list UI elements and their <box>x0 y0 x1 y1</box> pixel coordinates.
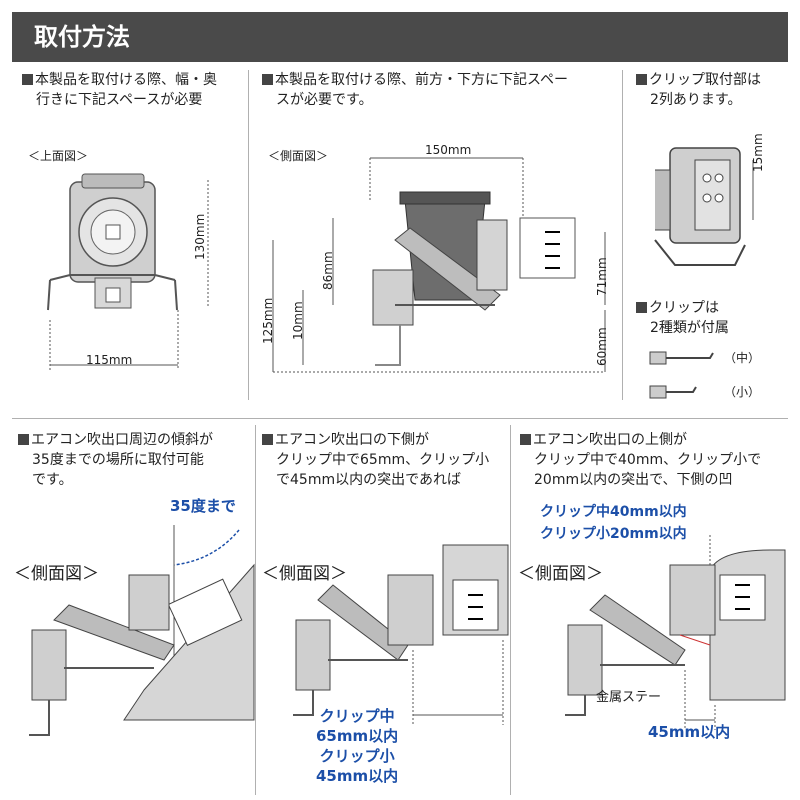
b2-text: エアコン吹出口の下側が クリップ中で65mm、クリップ小 で45mm以内の突出で… <box>262 430 489 490</box>
b2-note2: 65mm以内 <box>316 727 399 745</box>
b2-line3: で45mm以内の突出であれば <box>276 472 461 488</box>
b1-angle-label: 35度まで <box>170 497 236 515</box>
p3-clip-small: （小） <box>724 385 761 399</box>
bullet-square-icon <box>636 302 647 313</box>
divider <box>12 418 788 419</box>
b1-line3: です。 <box>32 472 73 488</box>
p2-dim-71: 71mm <box>595 257 609 296</box>
b2-line1: エアコン吹出口の下側が <box>275 432 429 448</box>
p1-line1: 本製品を取付ける際、幅・奥 <box>35 72 217 88</box>
p3-clip-line1: クリップは <box>649 300 719 316</box>
p2-dim-150: 150mm <box>425 143 472 157</box>
clip-small-icon <box>649 385 697 399</box>
p3-text: クリップ取付部は 2列あります。 <box>636 70 761 110</box>
b2-diagram <box>293 544 509 725</box>
b3-line3: 20mm以内の突出で、下側の凹 <box>534 472 733 488</box>
side-view-diagram <box>272 157 606 373</box>
p2-view-label: ＜側面図＞ <box>268 149 329 163</box>
clip-mid-icon <box>649 351 714 365</box>
b3-line2: クリップ中で40mm、クリップ小で <box>534 452 762 468</box>
b3-note2: クリップ小20mm以内 <box>540 526 687 542</box>
p2-text: 本製品を取付ける際、前方・下方に下記スペー スが必要です。 <box>262 70 568 110</box>
b2-line2: クリップ中で65mm、クリップ小 <box>276 452 490 468</box>
p2-dim-60: 60mm <box>595 327 609 366</box>
bullet-square-icon <box>520 434 531 445</box>
bullet-square-icon <box>636 74 647 85</box>
b2-note1: クリップ中 <box>319 707 395 725</box>
p2-line1: 本製品を取付ける際、前方・下方に下記スペー <box>275 72 569 88</box>
b2-notes: クリップ中 65mm以内 クリップ小 45mm以内 <box>316 706 398 786</box>
divider <box>248 70 249 400</box>
p1-line2: 行きに下記スペースが必要 <box>36 92 203 108</box>
b1-line1: エアコン吹出口周辺の傾斜が <box>31 432 213 448</box>
b3-diagram <box>565 535 786 730</box>
p3-clip-line2: 2種類が付属 <box>650 320 729 336</box>
bullet-square-icon <box>262 434 273 445</box>
b2-view-label: ＜側面図＞ <box>262 564 347 584</box>
b1-diagram <box>29 525 255 736</box>
p3-clip-mid: （中） <box>724 351 761 365</box>
b3-note1: クリップ中40mm以内 <box>540 504 687 520</box>
b2-note3: クリップ小 <box>319 747 395 765</box>
b2-note4: 45mm以内 <box>316 767 399 785</box>
b3-dim-label: 45mm以内 <box>648 723 731 741</box>
divider <box>255 425 256 795</box>
p2-line2: スが必要です。 <box>276 92 373 108</box>
p1-dim-height: 130mm <box>193 213 207 260</box>
b3-text: エアコン吹出口の上側が クリップ中で40mm、クリップ小で 20mm以内の突出で… <box>520 430 761 490</box>
p1-text: 本製品を取付ける際、幅・奥 行きに下記スペースが必要 <box>22 70 217 110</box>
top-view-diagram <box>47 173 209 370</box>
divider <box>510 425 511 795</box>
divider <box>622 70 623 400</box>
bullet-square-icon <box>262 74 273 85</box>
p2-dim-125: 125mm <box>261 297 275 344</box>
bullet-square-icon <box>22 74 33 85</box>
p3-dim-15: 15mm <box>751 133 765 172</box>
b1-line2: 35度までの場所に取付可能 <box>32 452 204 468</box>
page-title: 取付方法 <box>12 12 788 62</box>
bullet-square-icon <box>18 434 29 445</box>
b3-view-label: ＜側面図＞ <box>518 564 603 584</box>
p2-dim-10: 10mm <box>291 301 305 340</box>
b1-text: エアコン吹出口周辺の傾斜が 35度までの場所に取付可能 です。 <box>18 430 213 490</box>
p3-line1: クリップ取付部は <box>649 72 761 88</box>
b3-stay-label: 金属ステー <box>596 690 662 705</box>
p3-clip-text: クリップは 2種類が付属 <box>636 298 729 338</box>
clip-mount-diagram <box>654 147 754 266</box>
b3-line1: エアコン吹出口の上側が <box>533 432 687 448</box>
p1-view-label: ＜上面図＞ <box>28 149 89 163</box>
b1-view-label: ＜側面図＞ <box>14 564 99 584</box>
p3-line2: 2列あります。 <box>650 92 742 108</box>
p2-dim-86: 86mm <box>321 251 335 290</box>
p1-dim-width: 115mm <box>86 353 133 367</box>
